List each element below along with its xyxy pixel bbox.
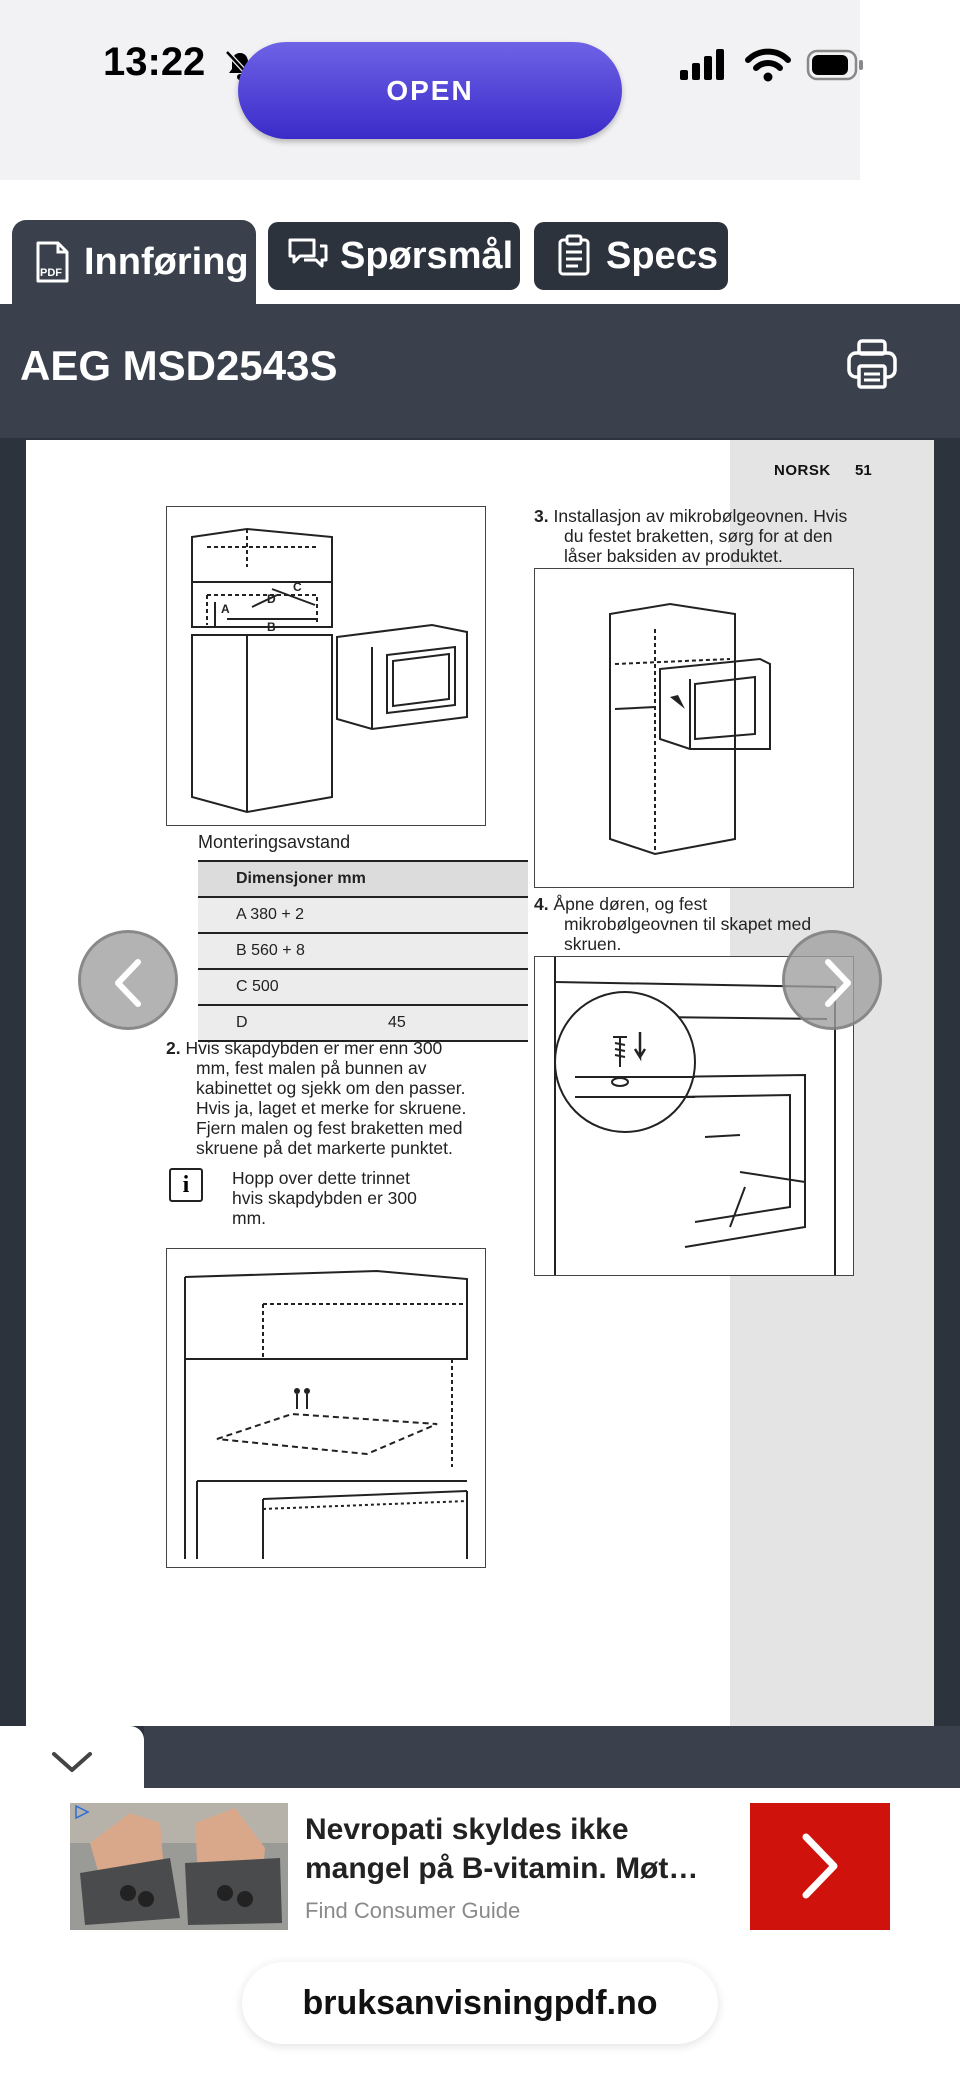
wifi-icon	[745, 48, 791, 82]
table-row: D 45	[198, 1006, 528, 1042]
figure-template-mounting	[166, 1248, 486, 1568]
chevron-down-icon	[52, 1752, 92, 1772]
ad-headline[interactable]: Nevropati skyldes ikke mangel på B-vitam…	[305, 1813, 699, 1885]
chevron-right-icon	[825, 959, 851, 1007]
mounting-caption: Monteringsavstand	[198, 832, 351, 852]
info-note-text: Hopp over dette trinnet hvis skapdybden …	[232, 1168, 417, 1228]
battery-icon	[806, 49, 863, 81]
template-mounting-illustration	[184, 1269, 468, 1559]
tab-label: Specs	[606, 234, 718, 277]
figure-label-c: C	[293, 580, 302, 594]
pdf-icon: PDF	[36, 241, 69, 283]
printer-icon[interactable]	[846, 338, 898, 390]
step-3-text: 3. Installasjon av mikrobølgeovnen. Hvis…	[534, 506, 848, 566]
install-microwave-illustration	[609, 602, 771, 856]
dimensions-table: Dimensjoner mm A 380 + 2 B 560 + 8 C 500…	[198, 860, 528, 1042]
chevron-left-icon	[115, 959, 141, 1007]
status-time: 13:22	[103, 40, 206, 84]
screw-fixing-illustration	[554, 957, 836, 1275]
ad-cta-button[interactable]	[750, 1803, 890, 1930]
cabinet-dimensions-illustration: A B C D	[191, 527, 468, 814]
ad-product-photo	[70, 1803, 288, 1930]
next-page-button[interactable]	[782, 930, 882, 1030]
page-title: AEG MSD2543S	[20, 342, 338, 389]
ad-image[interactable]	[70, 1803, 288, 1930]
chat-icon	[288, 238, 328, 268]
tab-label: Spørsmål	[340, 234, 514, 277]
chevron-right-icon	[802, 1833, 838, 1899]
tab-innforing[interactable]: PDF Innføring	[12, 220, 256, 304]
collapse-ad-button[interactable]	[0, 1726, 144, 1800]
url-bar[interactable]: bruksanvisningpdf.no	[242, 1962, 718, 2044]
open-app-button[interactable]: OPEN	[238, 42, 622, 139]
page-number: 51	[855, 462, 872, 479]
figure-cabinet-dimensions: A B C D	[166, 506, 486, 826]
step-2-text: 2. Hvis skapdybden er mer enn 300 mm, fe…	[166, 1038, 467, 1158]
tab-sporsmal[interactable]: Spørsmål	[268, 222, 520, 290]
svg-text:PDF: PDF	[40, 267, 62, 279]
info-icon: i	[169, 1168, 203, 1202]
figure-label-d: D	[267, 592, 276, 606]
adchoices-icon[interactable]	[74, 1805, 90, 1819]
table-header: Dimensjoner mm	[198, 860, 528, 898]
table-row: B 560 + 8	[198, 934, 528, 970]
table-row: C 500	[198, 970, 528, 1006]
status-icons	[680, 48, 863, 82]
ad-source: Find Consumer Guide	[305, 1898, 521, 1923]
cellular-signal-icon	[680, 49, 724, 80]
clipboard-icon	[558, 234, 590, 276]
figure-label-b: B	[267, 620, 276, 634]
tab-specs[interactable]: Specs	[534, 222, 728, 290]
figure-label-a: A	[221, 602, 230, 616]
table-row: A 380 + 2	[198, 898, 528, 934]
figure-install-microwave	[534, 568, 854, 888]
section-label: NORSK	[774, 462, 831, 479]
tab-label: Innføring	[84, 240, 249, 283]
document-header	[0, 304, 960, 438]
step-4-text: 4. Åpne døren, og fest mikrobølgeovnen t…	[534, 894, 812, 954]
manual-page[interactable]: NORSK 51 A B	[26, 440, 934, 1726]
viewer-footer	[144, 1726, 960, 1788]
previous-page-button[interactable]	[78, 930, 178, 1030]
